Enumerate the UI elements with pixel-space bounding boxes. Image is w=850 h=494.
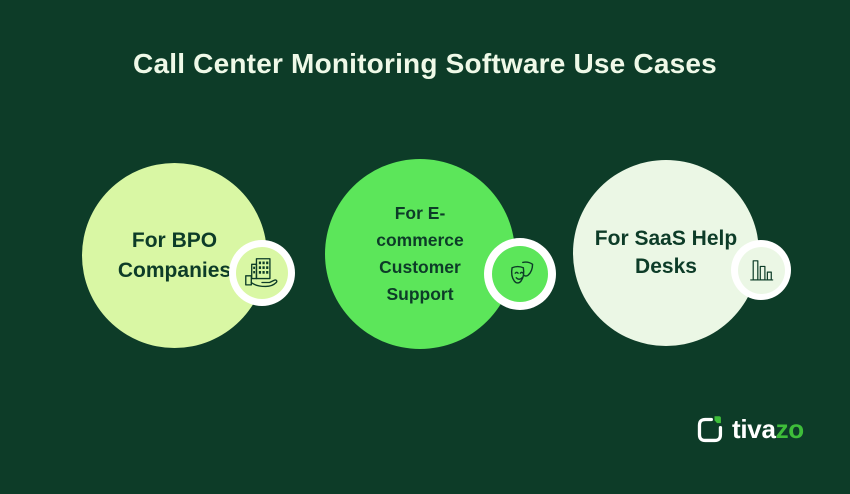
tivazo-logo-mark-icon bbox=[697, 416, 723, 443]
brand-logo: tivazo bbox=[694, 413, 804, 446]
badge-inner-circle bbox=[737, 246, 785, 294]
badge-inner-circle bbox=[236, 247, 288, 299]
use-case-badge-saas bbox=[731, 240, 791, 300]
badge-inner-circle bbox=[492, 246, 548, 302]
use-case-label-bpo: For BPO Companies bbox=[117, 228, 232, 282]
use-case-badge-ecommerce bbox=[484, 238, 556, 310]
use-case-label-saas: For SaaS Help Desks bbox=[594, 226, 738, 278]
bar-chart-icon bbox=[750, 260, 774, 281]
brand-wordmark-suffix: zo bbox=[775, 414, 805, 444]
use-case-badge-bpo bbox=[229, 240, 295, 306]
use-case-circle-ecommerce: For E-commerce Customer Support bbox=[325, 159, 515, 349]
page-title-text: Call Center Monitoring Software Use Case… bbox=[133, 48, 717, 79]
building-in-hand-icon bbox=[245, 258, 278, 288]
theater-masks-icon bbox=[511, 261, 534, 284]
brand-wordmark-prefix: tiva bbox=[732, 414, 776, 444]
use-case-circle-saas: For SaaS Help Desks bbox=[573, 160, 759, 346]
page-title: Call Center Monitoring Software Use Case… bbox=[0, 41, 850, 86]
brand-wordmark: tivazo bbox=[732, 414, 804, 445]
use-case-label-ecommerce: For E-commerce Customer Support bbox=[376, 202, 464, 305]
